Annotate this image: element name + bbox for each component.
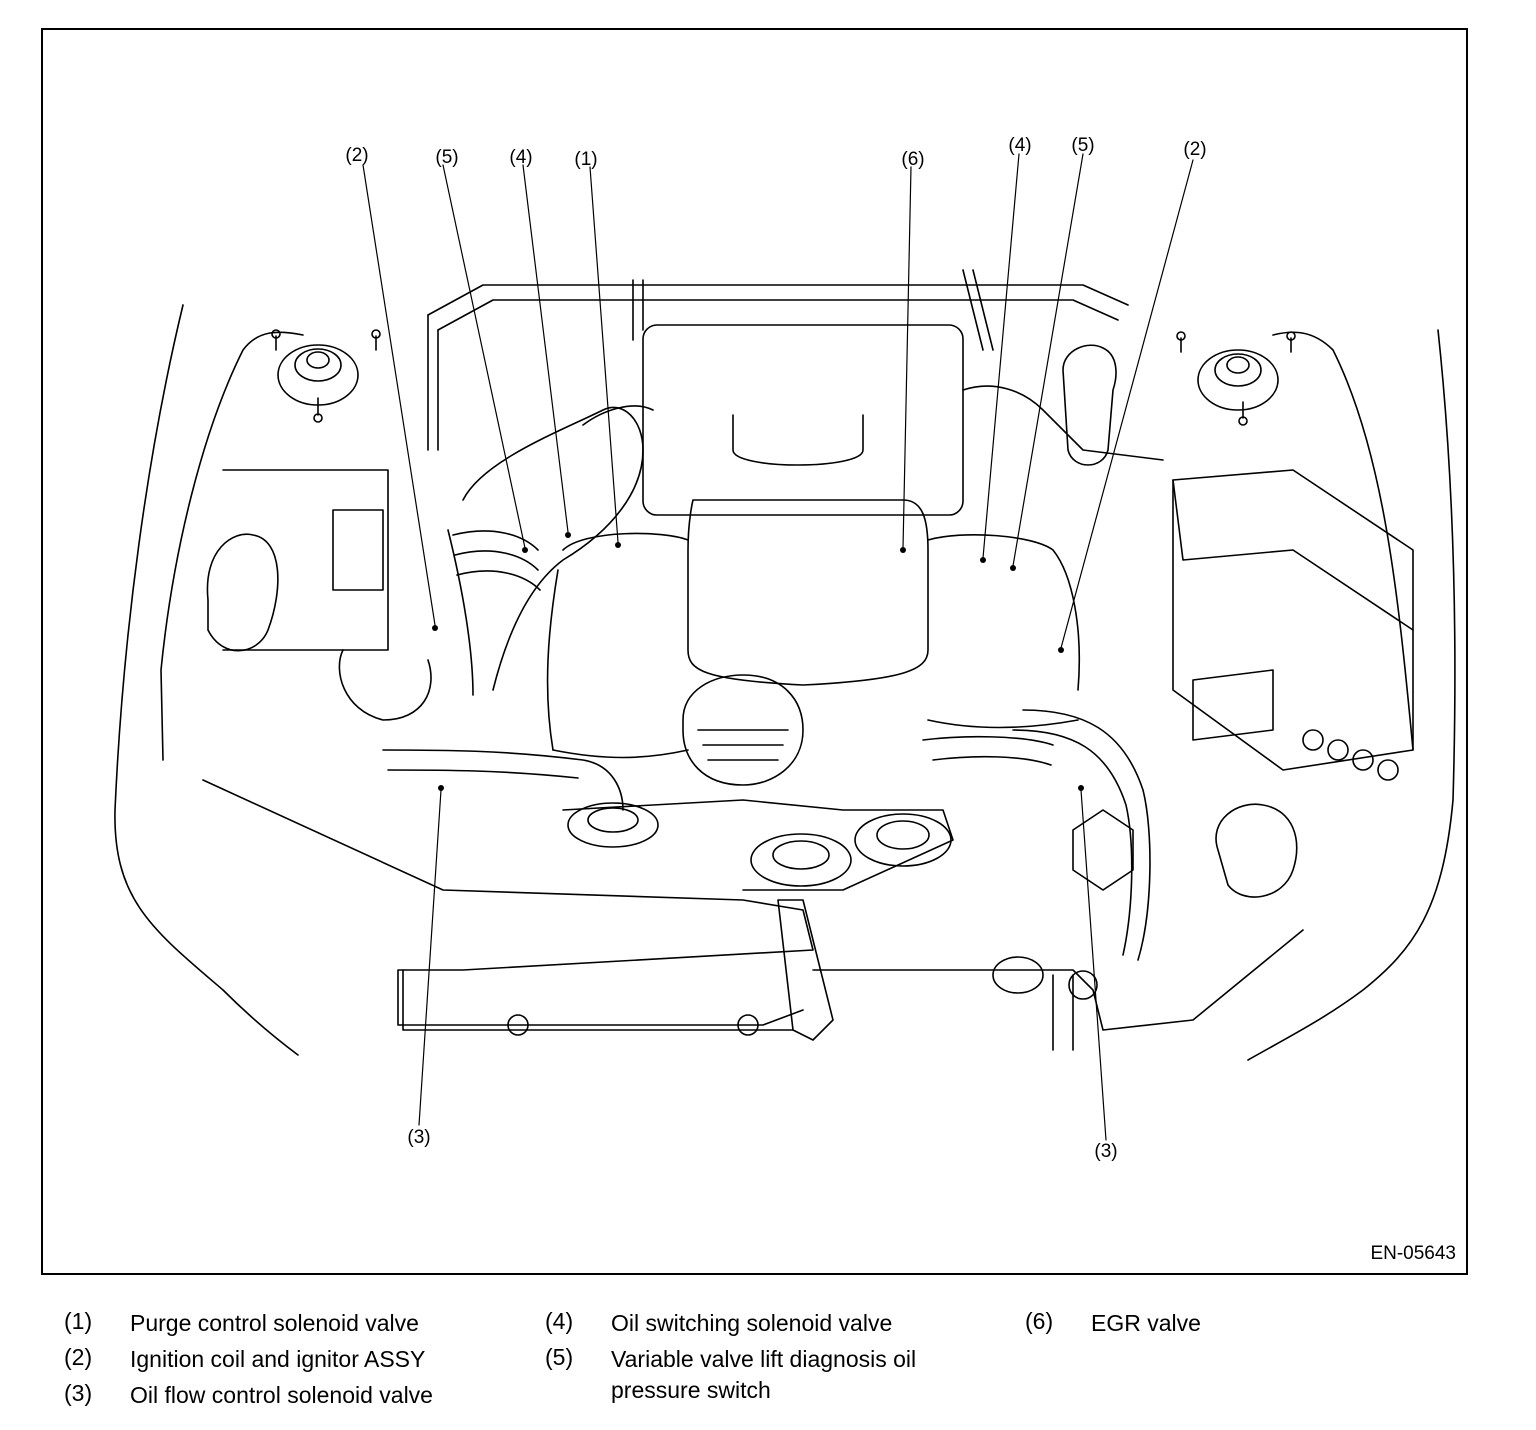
callout-5-right: (5) <box>1071 135 1095 156</box>
legend-item-5: (5) Variable valve lift diagnosis oil pr… <box>545 1344 916 1406</box>
figure-code: EN-05643 <box>1370 1243 1456 1264</box>
callout-4-right: (4) <box>1008 135 1032 156</box>
callout-2-left: (2) <box>345 145 369 166</box>
legend-num: (6) <box>1025 1308 1054 1334</box>
legend-text: Purge control solenoid valve <box>130 1310 419 1336</box>
legend: (1) Purge control solenoid valve (2) Ign… <box>0 1300 1536 1420</box>
intake-plenum <box>687 499 929 686</box>
legend-num: (1) <box>64 1308 93 1334</box>
legend-item-2: (2) Ignition coil and ignitor ASSY <box>64 1344 425 1375</box>
legend-num: (3) <box>64 1380 93 1406</box>
radiator-panel-left <box>202 779 814 1026</box>
legend-item-6: (6) EGR valve <box>1025 1308 1201 1339</box>
pulley-3 <box>854 813 952 867</box>
legend-text: Ignition coil and ignitor ASSY <box>130 1346 426 1372</box>
callout-6: (6) <box>901 149 925 170</box>
callout-1: (1) <box>574 149 598 170</box>
legend-item-3: (3) Oil flow control solenoid valve <box>64 1380 433 1411</box>
pulley-2 <box>750 833 852 887</box>
legend-text: Oil switching solenoid valve <box>611 1310 893 1336</box>
engine-drawing <box>114 153 1456 1141</box>
alternator <box>682 674 804 786</box>
relay-box-left <box>332 509 384 591</box>
strut-tower-right <box>1176 331 1296 426</box>
strut-tower-left <box>271 329 381 423</box>
reservoir-left <box>206 533 279 652</box>
reservoir-right <box>1215 803 1298 898</box>
legend-text: Oil flow control solenoid valve <box>130 1382 433 1408</box>
pulley-1 <box>567 802 659 848</box>
engine-compartment-figure: (2) (5) (4) (1) (6) (4) (5) (2) (3) (3) … <box>41 28 1468 1275</box>
legend-num: (5) <box>545 1344 574 1370</box>
legend-num: (2) <box>64 1344 93 1370</box>
radiator-panel-right <box>812 929 1304 1031</box>
body-outline-right <box>1247 329 1456 1061</box>
intake-duct <box>462 406 644 691</box>
callout-3-left: (3) <box>407 1127 431 1148</box>
callout-5-left: (5) <box>435 147 459 168</box>
battery <box>1172 469 1414 771</box>
leader-dots <box>432 532 1084 791</box>
body-outline-left <box>114 304 299 1056</box>
oil-filler-cap <box>1072 809 1134 891</box>
coolant-reservoir <box>1062 344 1117 466</box>
callout-3-right: (3) <box>1094 1141 1118 1162</box>
legend-item-1: (1) Purge control solenoid valve <box>64 1308 419 1339</box>
callout-2-right: (2) <box>1183 139 1207 160</box>
hood-latch <box>777 899 834 1041</box>
callout-4-left: (4) <box>509 147 533 168</box>
dipstick-cap <box>992 956 1044 994</box>
legend-text: Variable valve lift diagnosis oil pressu… <box>611 1346 917 1403</box>
engine-cover <box>642 324 964 516</box>
hose-right <box>1022 709 1151 961</box>
hose-left <box>382 749 624 811</box>
legend-text: EGR valve <box>1091 1310 1201 1336</box>
leader-lines <box>362 153 1194 1141</box>
legend-num: (4) <box>545 1308 574 1334</box>
legend-item-4: (4) Oil switching solenoid valve <box>545 1308 892 1339</box>
